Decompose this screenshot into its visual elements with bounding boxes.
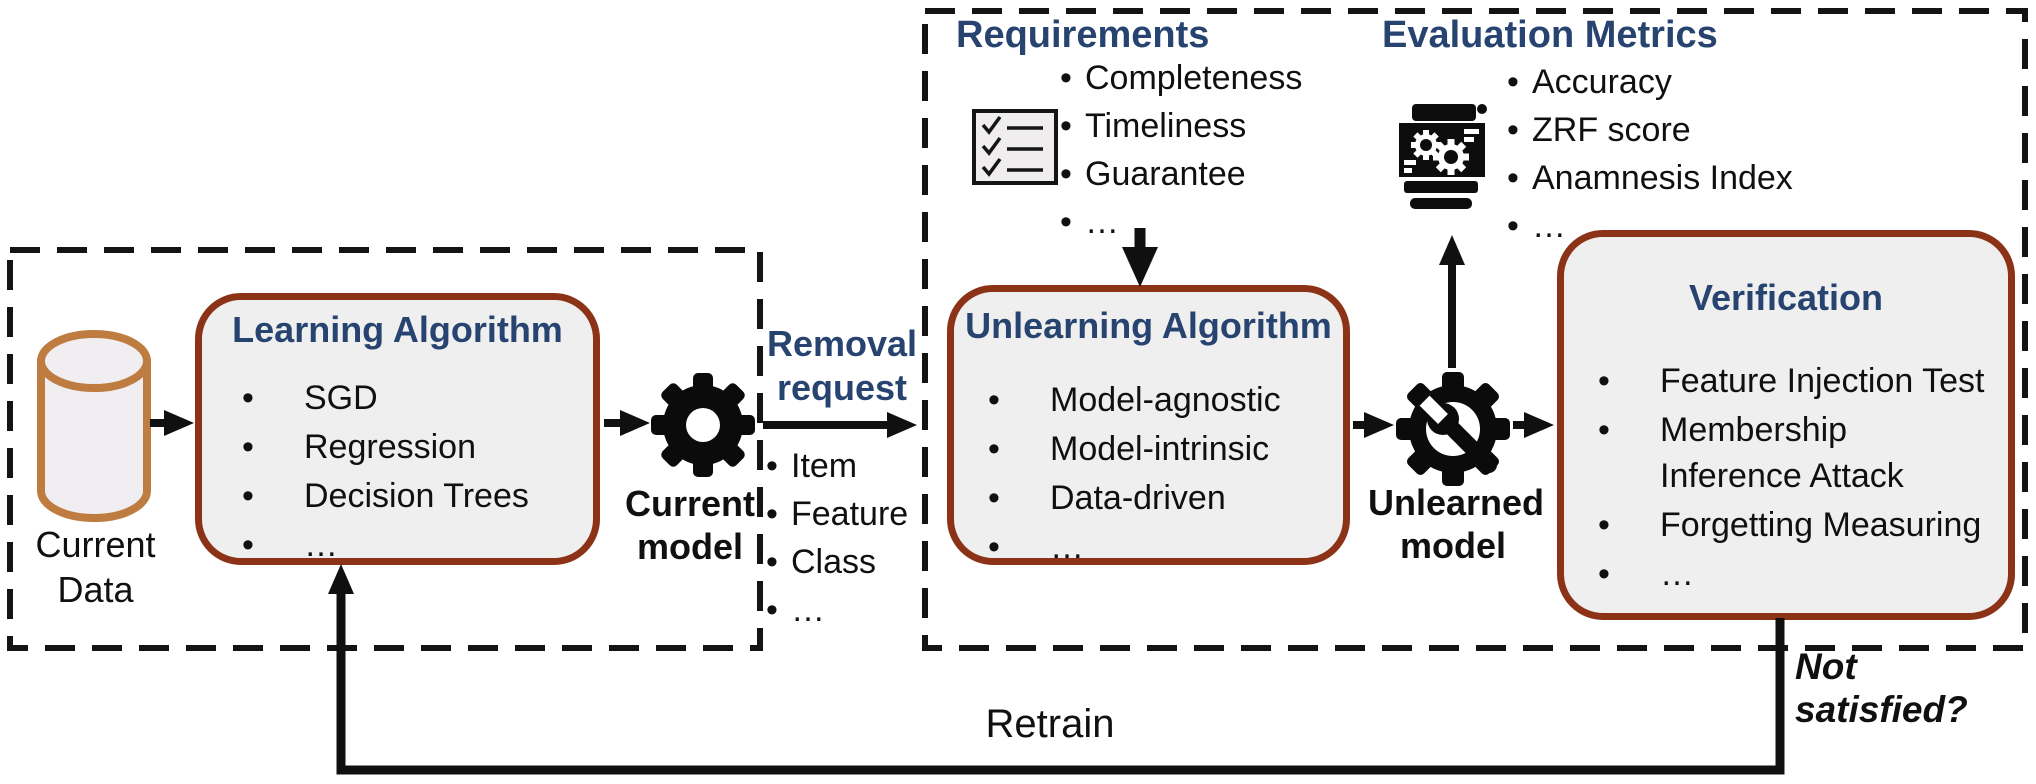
list-item: Guarantee [1060,152,1302,198]
list-item: … [1060,200,1302,246]
list-item: … [1586,552,1996,598]
checklist-icon [971,108,1059,186]
bullet-icon [1060,56,1085,102]
learning-algorithm-box: Learning Algorithm SGD Regression Decisi… [195,293,600,565]
bullet-icon [1586,408,1660,500]
bullet-icon [1060,152,1085,198]
panel-gear-large [1433,139,1469,175]
gear-wrench-shape [1396,372,1510,486]
verification-title: Verification [1688,277,1884,318]
current-data-label: Current Data [35,524,156,610]
bullet-icon [230,523,304,569]
bullet-icon [766,492,791,538]
dash [1464,129,1479,134]
list-item: Forgetting Measuring [1586,503,1996,549]
gear-wrench-icon-svg [1396,372,1510,486]
list-item: Feature [766,492,908,538]
metrics-document-icon-svg [1399,104,1487,209]
list-item: Item [766,444,908,490]
bullet-icon [1507,108,1532,154]
list-item: Anamnesis Index [1507,156,1793,202]
list-item: Class [766,540,908,586]
bullet-icon [1507,60,1532,106]
bullet-icon [976,525,1050,571]
current-model-label: Current model [624,483,755,568]
learning-algorithm-list: SGD Regression Decision Trees … [230,376,581,572]
bullet-icon [766,588,791,634]
list-item: Timeliness [1060,104,1302,150]
unlearning-algorithm-title: Unlearning Algorithm [965,305,1332,346]
list-item: Membership Inference Attack [1586,408,1996,500]
dash [1464,137,1474,142]
gear-hole [686,408,720,442]
removal-request-list: Item Feature Class … [766,444,908,636]
list-item: Feature Injection Test [1586,359,1996,405]
gear-hole [1420,139,1432,151]
unlearning-algorithm-list: Model-agnostic Model-intrinsic Data-driv… [976,378,1331,574]
scroll-top [1412,104,1476,121]
gear-icon-svg [651,373,755,477]
verification-box: Verification Feature Injection Test Memb… [1557,230,2015,620]
dash [1404,160,1416,165]
database-icon-svg [37,330,151,522]
evaluation-metrics-title: Evaluation Metrics [1382,14,1718,56]
unlearned-model-label: Unlearned model [1368,482,1545,567]
bullet-icon [976,378,1050,424]
bullet-icon [976,427,1050,473]
gear-wrench-icon [1392,368,1514,490]
requirements-title: Requirements [956,14,1210,56]
list-item: Decision Trees [230,474,581,520]
bullet-icon [1586,552,1660,598]
list-item: … [766,588,908,634]
bullet-icon [1060,104,1085,150]
list-item: ZRF score [1507,108,1793,154]
metrics-document-icon [1396,104,1504,216]
list-item: … [976,525,1331,571]
list-item: Model-agnostic [976,378,1331,424]
requirements-list: Completeness Timeliness Guarantee … [1060,56,1302,248]
bullet-icon [1586,359,1660,405]
scroll-bottom [1404,181,1478,193]
evaluation-metrics-list: Accuracy ZRF score Anamnesis Index … [1507,60,1793,252]
dash [1404,168,1412,173]
unlearning-algorithm-box: Unlearning Algorithm Model-agnostic Mode… [947,285,1350,566]
verification-list: Feature Injection Test Membership Infere… [1586,359,1996,600]
bullet-icon [766,444,791,490]
list-item: Data-driven [976,476,1331,522]
bullet-icon [1507,156,1532,202]
bullet-icon [1060,200,1085,246]
list-item: Model-intrinsic [976,427,1331,473]
not-satisfied-label: Not satisfied? [1795,646,1968,730]
gear-icon [648,370,758,480]
bullet-icon [766,540,791,586]
bullet-icon [230,376,304,422]
database-top [37,330,151,392]
bullet-icon [976,476,1050,522]
list-item: Regression [230,425,581,471]
scroll-base [1410,198,1472,209]
retrain-label: Retrain [985,702,1115,746]
bullet-icon [1507,204,1532,250]
list-item: Completeness [1060,56,1302,102]
learning-algorithm-title: Learning Algorithm [232,309,563,350]
list-item: Accuracy [1507,60,1793,106]
bullet-icon [1586,503,1660,549]
scroll-knob [1477,104,1487,114]
checklist-icon-svg [972,109,1058,185]
list-item: SGD [230,376,581,422]
list-item: … [230,523,581,569]
bullet-icon [230,474,304,520]
bullet-icon [230,425,304,471]
removal-request-title: Removal request [766,323,918,408]
database-icon [30,328,158,526]
gear-hole [1444,150,1458,164]
